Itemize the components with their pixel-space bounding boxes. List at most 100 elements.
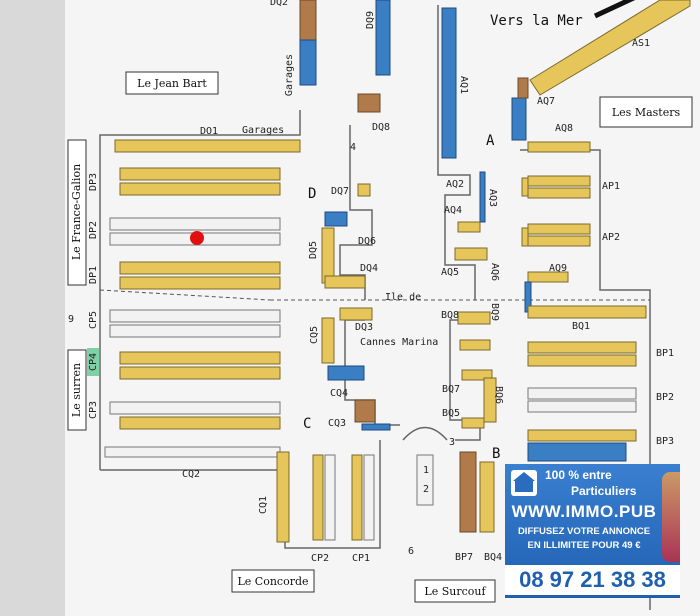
berth-bp2a <box>527 387 637 400</box>
jetty-d <box>339 125 373 300</box>
label-box-surcouf <box>414 579 496 603</box>
berth-bp3b <box>527 442 627 462</box>
dock-bq8: BQ8 <box>441 310 459 321</box>
berth-aq7-brown <box>517 77 529 99</box>
garages-block-brown <box>299 0 317 41</box>
berth-bq8 <box>457 311 491 325</box>
dock-aq3: AQ3 <box>487 189 498 207</box>
berth-dq3 <box>339 307 373 321</box>
dock-cp4: CP4 <box>88 353 99 371</box>
berth-ap1-end <box>521 177 529 197</box>
cp4-highlight <box>87 348 99 376</box>
berth-dq5 <box>321 227 335 284</box>
dock-do1: DO1 <box>200 126 218 137</box>
dock-cq1: CQ1 <box>258 496 269 514</box>
berth-col-cq1 <box>276 451 290 543</box>
berth-row-dp3a <box>119 167 281 181</box>
dock-aq6: AQ6 <box>489 263 500 281</box>
dock-bp7: BP7 <box>455 552 473 563</box>
berth-dq6-blue <box>324 211 348 227</box>
jetty-a <box>437 5 476 300</box>
dock-dp3: DP3 <box>88 173 99 191</box>
num-2: 2 <box>423 484 429 495</box>
label-box-masters <box>599 96 693 128</box>
dock-cp2: CP2 <box>311 553 329 564</box>
ad-banner[interactable]: 100 % entre Particuliers WWW.IMMO.PUB DI… <box>505 464 680 598</box>
berth-bq5 <box>461 417 485 429</box>
berth-ap2a <box>527 223 591 235</box>
ad-line3: DIFFUSEZ VOTRE ANNONCE <box>517 526 651 537</box>
berth-aq1 <box>441 7 457 159</box>
berth-row-cp5b <box>109 324 281 338</box>
berth-aq3 <box>479 171 486 223</box>
num-9: 9 <box>68 314 74 325</box>
num-6: 6 <box>408 546 414 557</box>
ad-site[interactable]: WWW.IMMO.PUB <box>511 502 657 521</box>
num-1: 1 <box>423 465 429 476</box>
berth-aq5 <box>454 247 488 261</box>
slipway <box>416 454 434 506</box>
dock-bq9: BQ9 <box>489 303 500 321</box>
house-icon <box>511 470 537 496</box>
ad-line2: Particuliers <box>571 484 637 498</box>
label-concorde: Le Concorde <box>237 575 308 588</box>
berth-ap1b <box>527 187 591 199</box>
label-cannes-marina: Cannes Marina <box>360 337 438 348</box>
berth-ap2b <box>527 235 591 247</box>
dock-bq4: BQ4 <box>484 552 502 563</box>
berth-ap2-end <box>521 227 529 247</box>
slipway-arch <box>402 426 448 441</box>
label-box-concorde <box>231 569 315 593</box>
berth-dq7 <box>357 183 371 197</box>
num-4: 4 <box>350 142 356 153</box>
berth-bq8b <box>459 339 491 351</box>
berth-bq6 <box>483 377 497 423</box>
dock-bp1: BP1 <box>656 348 674 359</box>
label-box-jean-bart <box>125 71 219 95</box>
berth-bq4 <box>479 461 495 533</box>
dock-aq5: AQ5 <box>441 267 459 278</box>
berth-cq3-blue <box>361 423 391 431</box>
berth-bq1 <box>527 305 647 319</box>
berth-bp7 <box>459 451 477 533</box>
ad-line1: 100 % entre <box>545 468 612 482</box>
dock-dp1: DP1 <box>88 266 99 284</box>
berth-row-cp3b <box>119 416 281 430</box>
berth-bp1a <box>527 341 637 354</box>
dock-dq2: DQ2 <box>270 0 288 8</box>
berth-row-dp3b <box>119 182 281 196</box>
dock-ap1: AP1 <box>602 181 620 192</box>
dock-dq6: DQ6 <box>358 236 376 247</box>
berth-bp2b <box>527 400 637 413</box>
berth-row-cp3a <box>109 401 281 415</box>
garages-block-blue <box>299 39 317 86</box>
dock-cq2: CQ2 <box>182 469 200 480</box>
quay-outline-left <box>99 110 301 470</box>
berth-dq4 <box>324 275 366 289</box>
berth-aq8 <box>527 141 591 153</box>
berth-row-dp1a <box>119 261 281 275</box>
dock-bq7: BQ7 <box>442 384 460 395</box>
label-box-surren <box>67 349 87 431</box>
dock-as1: AS1 <box>632 38 650 49</box>
label-masters: Les Masters <box>612 106 681 119</box>
dock-dq3: DQ3 <box>355 322 373 333</box>
dock-aq9: AQ9 <box>549 263 567 274</box>
dock-aq2: AQ2 <box>446 179 464 190</box>
dock-dq4: DQ4 <box>360 263 378 274</box>
berth-dq9 <box>375 0 391 76</box>
dock-cp3: CP3 <box>88 401 99 419</box>
berth-bq7 <box>461 369 493 381</box>
berth-cq3 <box>354 399 376 423</box>
label-surcouf: Le Surcouf <box>424 585 486 598</box>
dock-cp5: CP5 <box>88 311 99 329</box>
berth-dq8 <box>357 93 381 113</box>
breakwater <box>593 0 636 19</box>
dock-aq1: AQ1 <box>458 76 469 94</box>
label-garages-vertical: Garages <box>284 54 295 96</box>
dock-bp2: BP2 <box>656 392 674 403</box>
berth-row-cp4b <box>119 366 281 380</box>
label-box-france-galion <box>67 139 87 286</box>
ad-phone[interactable]: 08 97 21 38 38 <box>505 565 680 595</box>
